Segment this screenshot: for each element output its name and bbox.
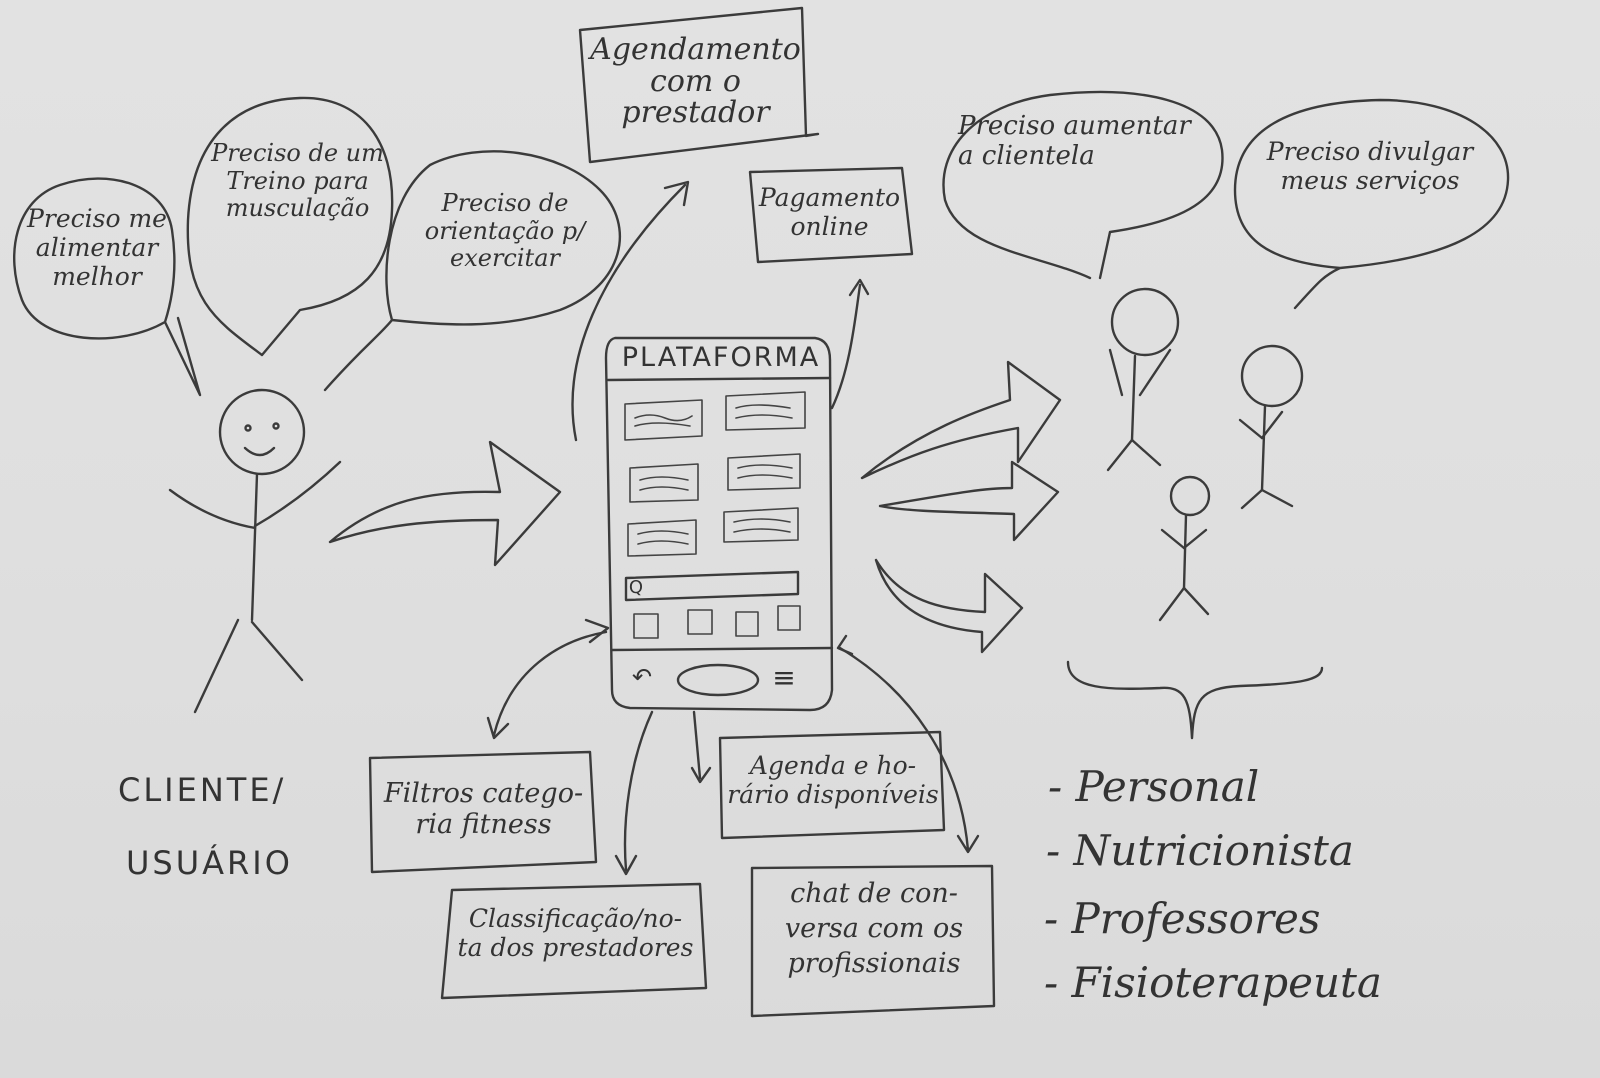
bubble-client-eat-text: Preciso me alimentar melhor [27, 204, 167, 291]
bubble-client-guidance [323, 150, 622, 392]
back-icon: ↶ [631, 663, 653, 691]
feature-rating-text: Classificação/no- ta dos prestadores [457, 904, 694, 962]
providers-brace [1066, 660, 1324, 740]
client-label-line2: USUÁRIO [126, 844, 293, 883]
provider-item-professores: - Professores [1044, 894, 1321, 943]
box-agenda [718, 730, 946, 840]
search-icon: Q [628, 577, 644, 598]
box-chat [750, 864, 996, 1018]
feature-agenda-text: Agenda e ho- rário disponíveis [727, 751, 939, 809]
box-payment [748, 166, 914, 264]
provider-figure-1 [1106, 287, 1180, 472]
provider-figure-3 [1158, 475, 1211, 622]
arrow-to-agenda [692, 710, 702, 780]
bubble-client-train-text: Preciso de um Treino para musculação [211, 139, 384, 223]
bubble-provider-promote [1233, 98, 1510, 310]
bubble-provider-clientele [942, 90, 1224, 280]
feature-payment-text: Pagamento online [758, 183, 901, 241]
bubble-provider-promote-text: Preciso divulgar meus serviços [1266, 137, 1474, 195]
arrow-to-rating [623, 710, 654, 872]
arrow-client-to-platform [328, 440, 562, 567]
feature-chat-text: chat de con- versa com os profissionais [784, 878, 964, 980]
bubble-provider-clientele-text: Preciso aumentar a clientela [958, 111, 1191, 171]
bubble-client-train [186, 96, 394, 357]
platform-title: PLATAFORMA [621, 342, 821, 373]
client-label-line1: CLIENTE/ [118, 770, 287, 809]
provider-item-personal: - Personal [1048, 762, 1260, 811]
bubble-client-eat [13, 177, 202, 397]
menu-icon: ≡ [772, 661, 796, 694]
box-rating [440, 882, 708, 1000]
arrow-to-providers-3 [874, 558, 1024, 654]
arrow-to-payment [830, 283, 862, 410]
provider-item-nutricionista: - Nutricionista [1046, 826, 1354, 875]
box-filters [368, 750, 598, 874]
arrow-to-filters [492, 630, 608, 737]
arrow-to-scheduling [571, 183, 687, 442]
feature-scheduling-text: Agendamento com o prestador [590, 32, 801, 130]
feature-filters-text: Filtros catego- ria fitness [383, 778, 584, 841]
box-scheduling [578, 6, 820, 164]
bubble-client-guidance-text: Preciso de orientação p/ exercitar [424, 189, 586, 273]
client-stick-figure [168, 388, 342, 714]
arrow-to-chat [838, 646, 970, 852]
client-head [218, 388, 306, 476]
platform-phone [604, 336, 834, 712]
arrow-to-providers-1 [860, 360, 1062, 480]
arrow-to-providers-2 [878, 460, 1060, 542]
client-label: CLIENTE/ USUÁRIO [118, 735, 348, 919]
provider-figure-2 [1238, 344, 1304, 510]
provider-item-fisioterapeuta: - Fisioterapeuta [1044, 958, 1382, 1007]
